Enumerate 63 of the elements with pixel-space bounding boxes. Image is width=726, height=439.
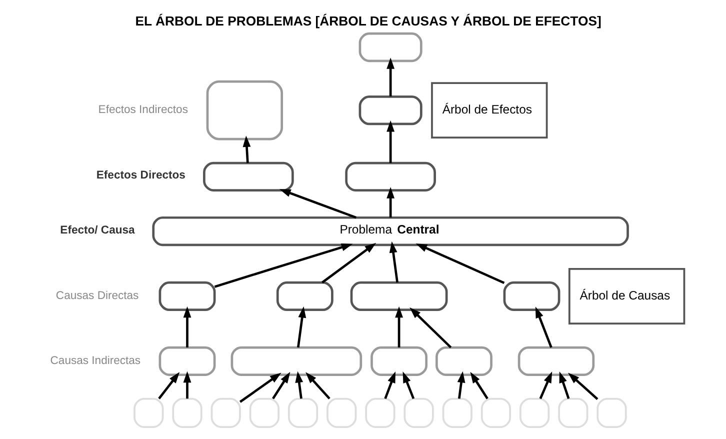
node-box: [435, 346, 492, 376]
arrow: [534, 306, 552, 348]
node-box: [502, 281, 560, 312]
node-box: [403, 398, 434, 428]
node-box: Problema Central: [152, 216, 628, 246]
arrow: [409, 307, 452, 348]
arrow: [415, 243, 504, 284]
node-box: [442, 398, 472, 428]
arrow: [305, 372, 330, 400]
arrow: [272, 372, 290, 400]
label: Efecto/ Causa: [60, 224, 134, 236]
node-box: [210, 398, 240, 428]
arrow: [386, 187, 394, 218]
node-box: [358, 95, 422, 126]
arrow: [294, 371, 303, 399]
arrow: [321, 242, 376, 284]
node-box: [158, 346, 216, 376]
node-box: Árbol de Causas: [568, 268, 685, 324]
node-box: [344, 162, 436, 192]
label: Causas Indirectas: [50, 355, 140, 368]
arrow: [214, 243, 352, 288]
node-box: [206, 80, 283, 140]
node-box: [596, 398, 626, 428]
arrow: [388, 241, 398, 283]
node-box: [230, 346, 362, 376]
arrow: [182, 306, 191, 348]
node-box: [519, 398, 550, 428]
arrow: [278, 189, 356, 219]
node-box: Árbol de Efectos: [430, 82, 548, 139]
arrow: [538, 372, 552, 400]
arrow: [158, 372, 180, 400]
node-box: [326, 398, 356, 428]
label: Causas Directas: [55, 290, 138, 302]
node-box: [248, 398, 279, 428]
node-box: [133, 398, 164, 428]
node-box: [517, 346, 594, 376]
arrow: [384, 371, 395, 400]
arrow: [386, 58, 394, 96]
node-box: [480, 398, 511, 428]
arrow: [386, 120, 394, 163]
arrow: [182, 371, 191, 399]
label: Efectos Directos: [96, 170, 185, 182]
arrow: [242, 136, 250, 164]
arrow: [470, 372, 488, 400]
node-box: [276, 281, 333, 312]
node-box: [202, 162, 294, 192]
arrow: [394, 306, 402, 348]
arrow: [238, 372, 281, 403]
node-box: [172, 398, 202, 428]
arrow: [402, 372, 414, 400]
arrow: [456, 371, 465, 399]
diagram-title: EL ÁRBOL DE PROBLEMAS [ÁRBOL DE CAUSAS Y ÁRBOL DE EFECTOS]: [134, 13, 601, 28]
arrow: [568, 372, 598, 400]
node-box: [558, 398, 588, 428]
arrow: [558, 371, 570, 399]
node-box: [364, 398, 395, 428]
node-box: [287, 398, 318, 428]
node-box: [158, 281, 216, 312]
label: Efectos Indirectos: [98, 104, 188, 116]
node-box: [358, 32, 422, 62]
node-box: [370, 346, 427, 376]
node-box: [350, 281, 448, 312]
arrow: [296, 306, 306, 348]
